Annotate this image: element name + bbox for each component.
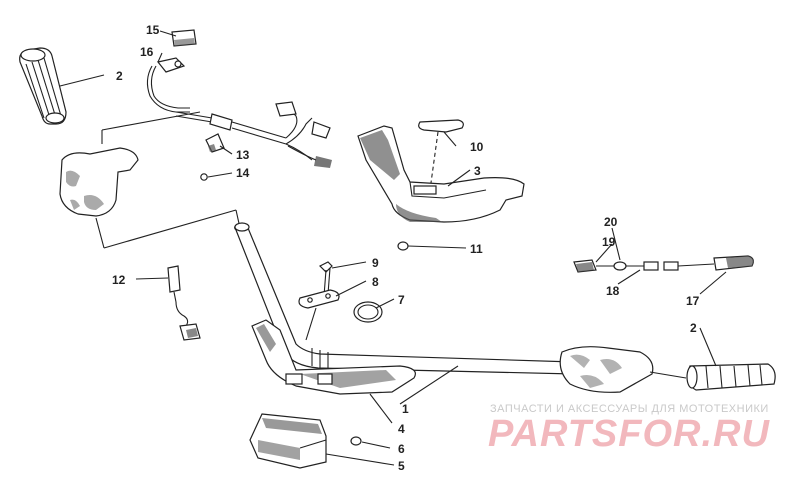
callout-2-left: 2 bbox=[116, 69, 123, 83]
part-9-bolt bbox=[318, 261, 333, 297]
part-13-clip bbox=[205, 133, 225, 153]
callout-12: 12 bbox=[112, 273, 126, 287]
part-15-cap bbox=[171, 29, 197, 47]
watermark: ЗАПЧАСТИ И АКСЕССУАРЫ ДЛЯ МОТОТЕХНИКИ PA… bbox=[488, 403, 770, 455]
watermark-subtitle: ЗАПЧАСТИ И АКСЕССУАРЫ ДЛЯ МОТОТЕХНИКИ bbox=[490, 403, 769, 415]
callout-17: 17 bbox=[686, 294, 700, 308]
part-3-handlebar-pad bbox=[357, 125, 525, 223]
callout-13: 13 bbox=[236, 148, 250, 162]
part-4-riser bbox=[251, 319, 416, 395]
part-5-block bbox=[249, 413, 327, 469]
callout-1: 1 bbox=[402, 402, 409, 416]
callout-9: 9 bbox=[372, 256, 379, 270]
callout-14: 14 bbox=[236, 166, 250, 180]
part-7-clamp bbox=[353, 301, 383, 323]
left-switch-housing bbox=[59, 111, 241, 249]
callout-15: 15 bbox=[146, 23, 160, 37]
part-14-screw bbox=[200, 173, 208, 181]
callout-3: 3 bbox=[474, 164, 481, 178]
callout-19: 19 bbox=[602, 235, 616, 249]
right-wire-connectors bbox=[573, 255, 754, 273]
part-1-handlebar bbox=[234, 222, 578, 375]
callout-11: 11 bbox=[470, 242, 483, 256]
part-11-nut bbox=[397, 241, 409, 251]
left-grip bbox=[19, 47, 67, 125]
callout-8: 8 bbox=[372, 275, 379, 289]
callout-4: 4 bbox=[398, 422, 405, 436]
right-grip bbox=[686, 363, 776, 391]
callout-5: 5 bbox=[398, 459, 405, 473]
part-12-switch bbox=[167, 265, 201, 341]
part-8-plate bbox=[298, 289, 340, 341]
callout-7: 7 bbox=[398, 293, 405, 307]
right-switch-housing bbox=[559, 346, 687, 393]
wiring-harness bbox=[209, 101, 332, 168]
part-10-pad bbox=[418, 119, 464, 191]
callout-16: 16 bbox=[140, 45, 154, 59]
callout-18: 18 bbox=[606, 284, 620, 298]
callout-20: 20 bbox=[604, 215, 618, 229]
part-16-wire bbox=[146, 57, 213, 123]
callout-6: 6 bbox=[398, 442, 405, 456]
callout-2-right: 2 bbox=[690, 321, 697, 335]
callout-10: 10 bbox=[470, 140, 484, 154]
leader-lines bbox=[59, 30, 727, 466]
part-6-washer bbox=[350, 436, 362, 446]
callout-labels: 15 16 2 13 14 10 3 11 9 8 7 12 20 19 18 … bbox=[112, 23, 700, 473]
watermark-brand: PARTSFOR.RU bbox=[488, 413, 770, 455]
